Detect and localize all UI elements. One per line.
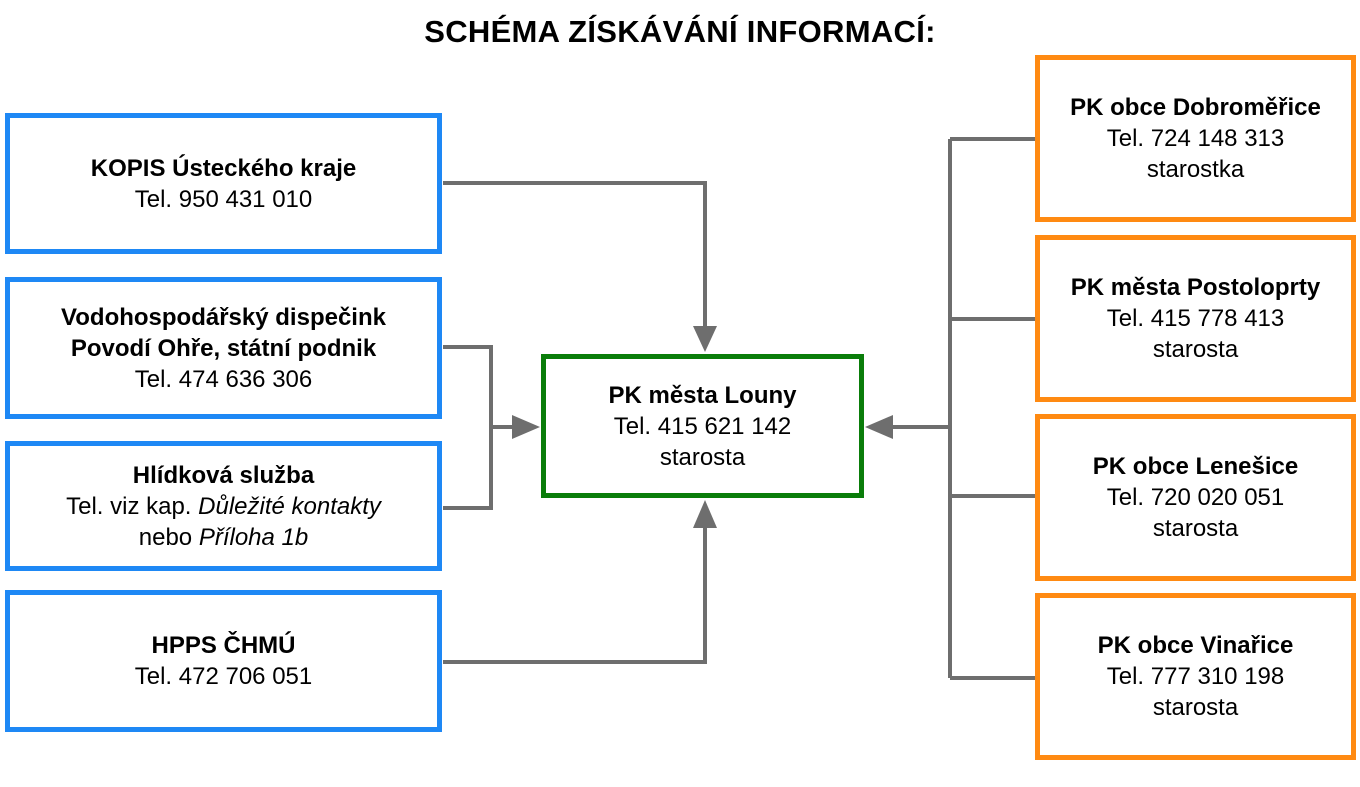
vodohospodarsky-name-line2: Povodí Ohře, státní podnik	[70, 334, 377, 362]
lenesice-phone: Tel. 720 020 051	[1106, 484, 1285, 511]
arrowhead-left	[512, 415, 540, 439]
hlidkova-line2: Tel. viz kap. Důležité kontakty	[66, 491, 381, 522]
dobromerice-phone: Tel. 724 148 313	[1106, 125, 1285, 152]
box-vodohospodarsky: Vodohospodářský dispečink Povodí Ohře, s…	[5, 277, 442, 419]
postoloprty-role: starosta	[1152, 336, 1239, 363]
louny-phone: Tel. 415 621 142	[613, 412, 792, 440]
box-lenesice: PK obce Lenešice Tel. 720 020 051 staros…	[1035, 414, 1356, 581]
hlidkova-line3: nebo Příloha 1b	[139, 522, 308, 553]
hlidkova-line3-prefix: nebo	[138, 523, 199, 551]
louny-role: starosta	[659, 443, 746, 471]
connector-kopis	[443, 181, 707, 328]
postoloprty-name: PK města Postoloprty	[1070, 274, 1321, 301]
vinarice-name: PK obce Vinařice	[1097, 632, 1294, 659]
box-kopis: KOPIS Ústeckého kraje Tel. 950 431 010	[5, 113, 442, 254]
box-vinarice: PK obce Vinařice Tel. 777 310 198 staros…	[1035, 593, 1356, 760]
box-hpps-chmu: HPPS ČHMÚ Tel. 472 706 051	[5, 590, 442, 732]
louny-name: PK města Louny	[608, 381, 797, 409]
arrowhead-bottom	[693, 500, 717, 528]
connector-hpps	[443, 527, 707, 664]
hpps-name: HPPS ČHMÚ	[151, 632, 296, 659]
diagram-title: SCHÉMA ZÍSKÁVÁNÍ INFORMACÍ:	[424, 14, 936, 49]
box-hlidkova-sluzba: Hlídková služba Tel. viz kap. Důležité k…	[5, 441, 442, 571]
hlidkova-line2-ref: Důležité kontakty	[198, 492, 381, 520]
box-postoloprty: PK města Postoloprty Tel. 415 778 413 st…	[1035, 235, 1356, 402]
postoloprty-phone: Tel. 415 778 413	[1106, 305, 1285, 332]
lenesice-role: starosta	[1152, 515, 1239, 542]
box-louny: PK města Louny Tel. 415 621 142 starosta	[541, 354, 864, 498]
box-dobromerice: PK obce Dobroměřice Tel. 724 148 313 sta…	[1035, 55, 1356, 222]
vodohospodarsky-name-line1: Vodohospodářský dispečink	[61, 303, 386, 331]
vinarice-role: starosta	[1152, 694, 1239, 721]
hlidkova-line3-ref: Příloha 1b	[198, 523, 309, 551]
kopis-phone: Tel. 950 431 010	[134, 185, 313, 213]
connector-vodohospodarsky	[443, 345, 493, 510]
vinarice-phone: Tel. 777 310 198	[1106, 663, 1285, 690]
dobromerice-role: starostka	[1146, 156, 1245, 183]
lenesice-name: PK obce Lenešice	[1092, 453, 1299, 480]
arrowhead-top	[693, 326, 717, 352]
vodohospodarsky-phone: Tel. 474 636 306	[134, 365, 313, 393]
arrowhead-right	[865, 415, 893, 439]
dobromerice-name: PK obce Dobroměřice	[1070, 94, 1321, 121]
hlidkova-line2-prefix: Tel. viz kap.	[66, 492, 199, 520]
hpps-phone: Tel. 472 706 051	[134, 663, 313, 690]
hlidkova-name: Hlídková služba	[132, 461, 315, 489]
kopis-name: KOPIS Ústeckého kraje	[90, 154, 357, 182]
